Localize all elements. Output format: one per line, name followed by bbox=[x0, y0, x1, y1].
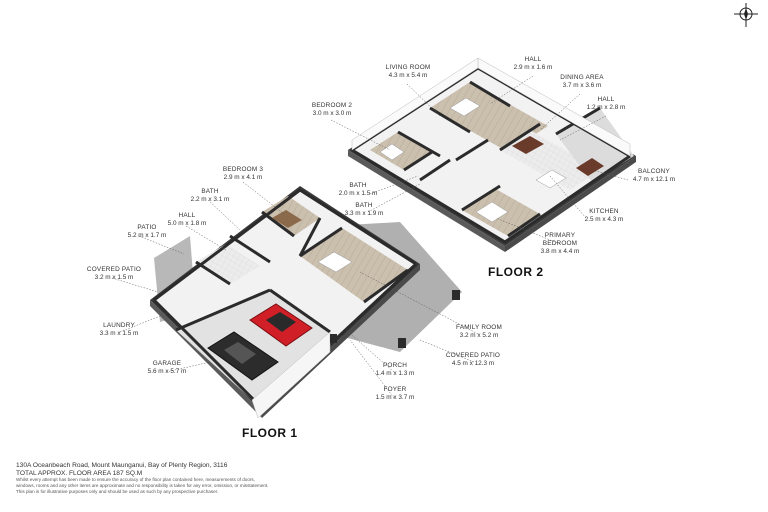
label-living-room: LIVING ROOM 4.3 m x 5.4 m bbox=[380, 64, 436, 80]
label-dining-area: DINING AREA 3.7 m x 3.6 m bbox=[556, 74, 608, 90]
room-dimensions: 2.2 m x 3.1 m bbox=[190, 196, 230, 203]
room-dimensions: 3.8 m x 4.4 m bbox=[540, 248, 580, 255]
disclaimer-line-1: Whilst every attempt has been made to en… bbox=[16, 477, 256, 483]
room-dimensions: 5.2 m x 1.7 m bbox=[127, 232, 167, 239]
room-name: PORCH bbox=[382, 362, 408, 369]
label-porch: PORCH 1.4 m x 1.3 m bbox=[366, 362, 424, 378]
room-name: KITCHEN bbox=[589, 208, 619, 215]
room-name: COVERED PATIO bbox=[445, 352, 501, 359]
room-name: HALL bbox=[178, 212, 196, 219]
label-patio: PATIO 5.2 m x 1.7 m bbox=[120, 224, 174, 240]
property-address: 130A Oceanbeach Road, Mount Maunganui, B… bbox=[16, 462, 228, 469]
label-bedroom2: BEDROOM 2 3.0 m x 3.0 m bbox=[304, 102, 360, 118]
north-arrow-icon bbox=[734, 3, 758, 27]
room-name: FOYER bbox=[383, 386, 407, 393]
room-name: DINING AREA bbox=[560, 74, 604, 81]
floor2-model bbox=[348, 57, 636, 252]
label-hall-upper: HALL 2.9 m x 1.6 m bbox=[508, 56, 558, 72]
room-dimensions: 4.7 m x 12.1 m bbox=[632, 176, 676, 183]
room-dimensions: 3.2 m x 5.2 m bbox=[459, 332, 499, 339]
label-bedroom3: BEDROOM 3 2.9 m x 4.1 m bbox=[216, 166, 270, 182]
room-name-line2: BEDROOM bbox=[542, 240, 578, 247]
label-laundry: LAUNDRY 3.3 m x 1.5 m bbox=[92, 322, 146, 338]
room-dimensions: 1.4 m x 1.3 m bbox=[375, 370, 415, 377]
room-dimensions: 2.0 m x 1.5 m bbox=[338, 190, 378, 197]
label-bath-upper1: BATH 2.0 m x 1.5 m bbox=[332, 182, 384, 198]
label-covered-patio-small: COVERED PATIO 3.2 m x 1.5 m bbox=[82, 266, 146, 282]
room-name: LIVING ROOM bbox=[385, 64, 431, 71]
label-bath-upper2: BATH 3.3 m x 1.9 m bbox=[338, 202, 390, 218]
total-floor-area: TOTAL APPROX. FLOOR AREA 187 SQ.M bbox=[16, 469, 143, 477]
label-foyer: FOYER 1.5 m x 3.7 m bbox=[366, 386, 424, 402]
room-dimensions: 3.3 m x 1.5 m bbox=[99, 330, 139, 337]
label-bath-lower: BATH 2.2 m x 3.1 m bbox=[184, 188, 236, 204]
room-dimensions: 2.5 m x 4.3 m bbox=[584, 216, 624, 223]
room-dimensions: 4.5 m x 12.3 m bbox=[451, 360, 495, 367]
floor1-model bbox=[150, 186, 462, 419]
floor1-title: FLOOR 1 bbox=[242, 426, 298, 440]
room-dimensions: 2.9 m x 1.6 m bbox=[513, 64, 553, 71]
label-hall-lower: HALL 5.0 m x 1.8 m bbox=[160, 212, 214, 228]
disclaimer-line-3: This plan is for illustrative purposes o… bbox=[16, 488, 219, 494]
room-name: BEDROOM 2 bbox=[311, 102, 353, 109]
room-dimensions: 2.9 m x 4.1 m bbox=[223, 174, 263, 181]
floor2-title: FLOOR 2 bbox=[488, 265, 544, 279]
room-dimensions: 3.2 m x 1.5 m bbox=[94, 274, 134, 281]
disclaimer-line-2: windows, rooms and any other items are a… bbox=[16, 482, 269, 488]
room-name: BATH bbox=[355, 202, 373, 209]
room-name: PATIO bbox=[137, 224, 157, 231]
room-dimensions: 1.2 m x 2.8 m bbox=[586, 104, 626, 111]
room-name: BEDROOM 3 bbox=[222, 166, 264, 173]
room-name: FAMILY ROOM bbox=[456, 324, 502, 331]
label-family-room: FAMILY ROOM 3.2 m x 5.2 m bbox=[450, 324, 508, 340]
leader-lines bbox=[111, 75, 629, 399]
room-dimensions: 3.3 m x 1.9 m bbox=[344, 210, 384, 217]
label-garage: GARAGE 5.6 m x 5.7 m bbox=[140, 360, 194, 376]
room-dimensions: 1.5 m x 3.7 m bbox=[375, 394, 415, 401]
room-dimensions: 3.7 m x 3.6 m bbox=[562, 82, 602, 89]
room-name: BATH bbox=[201, 188, 219, 195]
room-name: COVERED PATIO bbox=[86, 266, 142, 273]
room-name: LAUNDRY bbox=[103, 322, 135, 329]
footer: 130A Oceanbeach Road, Mount Maunganui, B… bbox=[16, 462, 536, 495]
label-primary-bedroom: PRIMARY BEDROOM 3.8 m x 4.4 m bbox=[534, 232, 586, 256]
room-dimensions: 3.0 m x 3.0 m bbox=[312, 110, 352, 117]
room-name: HALL bbox=[597, 96, 615, 103]
label-kitchen: KITCHEN 2.5 m x 4.3 m bbox=[578, 208, 630, 224]
room-name: HALL bbox=[524, 56, 542, 63]
red-car-icon bbox=[249, 303, 313, 347]
room-name: GARAGE bbox=[152, 360, 182, 367]
room-name: PRIMARY bbox=[544, 232, 576, 239]
room-dimensions: 4.3 m x 5.4 m bbox=[388, 72, 428, 79]
room-dimensions: 5.0 m x 1.8 m bbox=[167, 220, 207, 227]
label-covered-patio-large: COVERED PATIO 4.5 m x 12.3 m bbox=[442, 352, 504, 368]
room-dimensions: 5.6 m x 5.7 m bbox=[147, 368, 187, 375]
label-balcony: BALCONY 4.7 m x 12.1 m bbox=[626, 168, 682, 184]
room-name: BALCONY bbox=[638, 168, 670, 175]
label-hall-upper2: HALL 1.2 m x 2.8 m bbox=[582, 96, 630, 112]
room-name: BATH bbox=[349, 182, 367, 189]
black-car-icon bbox=[207, 331, 279, 381]
